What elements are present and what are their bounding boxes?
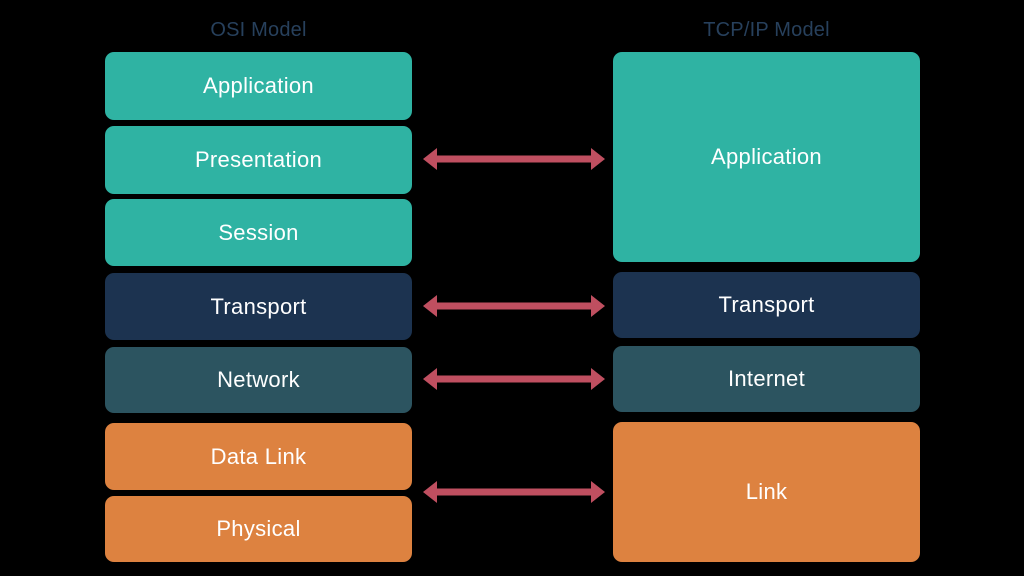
tcpip-layer-link[interactable]: Link [613,422,920,562]
osi-layer-presentation[interactable]: Presentation [105,126,412,194]
layer-label: Internet [727,366,805,391]
osi-layer-session[interactable]: Session [105,199,412,266]
osi-layer-physical[interactable]: Physical [105,496,412,562]
layer-label: Application [711,144,822,169]
tcpip-layer-internet[interactable]: Internet [613,346,920,412]
layer-label: Application [203,73,314,98]
osi-layer-data-link[interactable]: Data Link [105,423,412,490]
tcpip-layer-application[interactable]: Application [613,52,920,262]
osi-model-title: OSI Model [210,19,307,41]
arrow-network-internet [423,366,605,392]
layer-label: Presentation [194,147,323,172]
arrow-transport-transport [423,293,605,319]
osi-layer-application[interactable]: Application [105,52,412,120]
layer-label: Transport [210,293,307,319]
arrow-datalink-link [423,479,605,505]
osi-layer-network[interactable]: Network [105,347,412,413]
layer-label: Link [745,479,788,504]
layer-label: Data Link [210,443,307,469]
layer-label: Session [218,219,299,245]
tcpip-layer-transport[interactable]: Transport [613,272,920,338]
layer-label: Transport [718,292,815,317]
tcpip-model-title: TCP/IP Model [703,19,830,41]
arrow-presentation-application [423,146,605,172]
osi-layer-transport[interactable]: Transport [105,273,412,340]
layer-label: Physical [216,516,301,541]
layer-label: Network [217,367,300,392]
